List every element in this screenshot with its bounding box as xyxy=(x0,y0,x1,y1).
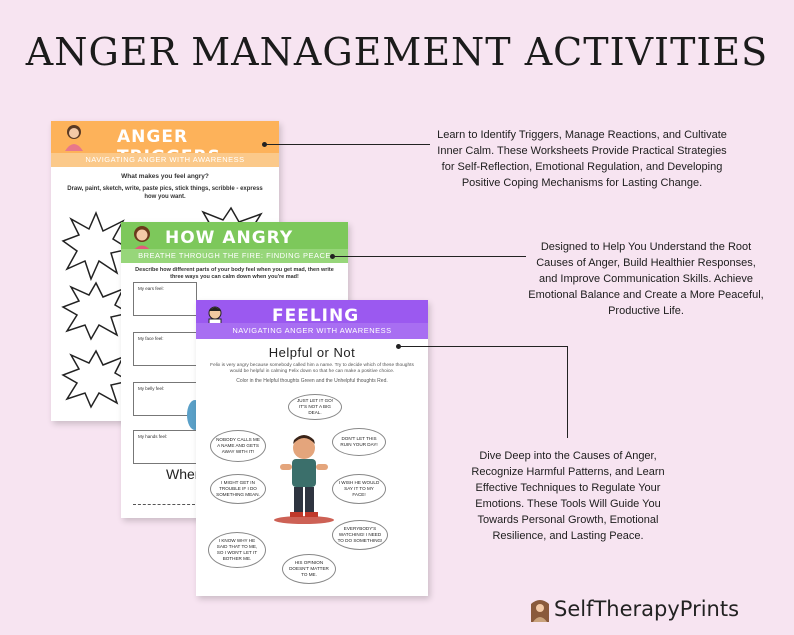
connector-line xyxy=(398,346,568,347)
thought-cloud[interactable]: DON'T LET THIS RUIN YOUR DAY! xyxy=(332,428,386,456)
box-label: My face feel: xyxy=(138,336,164,341)
box-label: My hands feel: xyxy=(138,434,168,439)
box-label: My belly feel: xyxy=(138,386,165,391)
woman-avatar-icon xyxy=(65,125,83,151)
speech-burst-icon xyxy=(61,349,131,409)
sheet-header xyxy=(51,121,279,153)
thought-cloud[interactable]: I MIGHT GET IN TROUBLE IF I DO SOMETHING… xyxy=(210,474,266,504)
sheet-instruction: Draw, paint, sketch, write, paste pics, … xyxy=(67,186,263,200)
thought-cloud[interactable]: HIS OPINION DOESN'T MATTER TO ME. xyxy=(282,554,336,584)
woman-avatar-icon xyxy=(132,226,152,252)
brand-name: SelfTherapyPrints xyxy=(554,597,740,621)
sheet-header xyxy=(121,222,348,254)
sheet-subtitle: NAVIGATING ANGER WITH AWARENESS xyxy=(51,153,279,167)
activity-story: Felix is very angry because somebody cal… xyxy=(210,363,414,374)
sheet-subtitle: BREATHE THROUGH THE FIRE: FINDING PEACE xyxy=(121,249,348,263)
body-feeling-box[interactable]: My ears feel: xyxy=(133,282,197,316)
thought-cloud[interactable]: I WISH HE WOULD SAY IT TO MY FACE! xyxy=(332,474,386,504)
activity-heading: Helpful or Not xyxy=(268,345,356,360)
thought-cloud[interactable]: I KNOW WHY HE SAID THAT TO ME, SO I WON'… xyxy=(208,532,266,568)
thought-cloud[interactable]: NOBODY CALLS ME A NAME AND GETS AWAY WIT… xyxy=(210,430,266,462)
connector-line xyxy=(332,256,526,257)
footer-rule xyxy=(133,504,195,505)
connector-line xyxy=(567,346,568,438)
brand-logo-icon xyxy=(531,600,549,622)
angry-boy-illustration xyxy=(274,435,334,524)
activity-instruction: Color in the Helpful thoughts Green and … xyxy=(236,378,388,384)
speech-burst-icon xyxy=(61,281,131,341)
body-feeling-box[interactable]: My face feel: xyxy=(133,332,197,366)
body-feeling-box[interactable]: My hands feel: xyxy=(133,430,197,464)
connector-dot xyxy=(262,142,267,147)
sheet-subtitle: NAVIGATING ANGER WITH AWARENESS xyxy=(196,323,428,339)
callout-text-1: Learn to Identify Triggers, Manage React… xyxy=(437,129,727,189)
callout-text-2: Designed to Help You Understand the Root… xyxy=(528,241,764,317)
speech-burst-icon xyxy=(61,211,131,281)
sheet-footer-text: When xyxy=(166,466,203,482)
connector-line xyxy=(264,144,430,145)
box-label: My ears feel: xyxy=(138,286,164,291)
body-feeling-box[interactable]: My belly feel: xyxy=(133,382,197,416)
callout-text-3: Dive Deep into the Causes of Anger, Reco… xyxy=(471,450,665,542)
sheet-question: What makes you feel angry? xyxy=(121,173,209,180)
thought-cloud[interactable]: JUST LET IT GO! IT'S NOT A BIG DEAL. xyxy=(288,394,342,420)
connector-dot xyxy=(396,344,401,349)
connector-dot xyxy=(330,254,335,259)
page-title: ANGER MANAGEMENT ACTIVITIES xyxy=(25,30,769,74)
worksheet-feeling-angry: FEELING ANGRY NAVIGATING ANGER WITH AWAR… xyxy=(196,300,428,596)
sheet-instruction: Describe how different parts of your bod… xyxy=(135,267,334,280)
thought-cloud[interactable]: EVERYBODY'S WATCHING! I NEED TO DO SOMET… xyxy=(332,520,388,550)
